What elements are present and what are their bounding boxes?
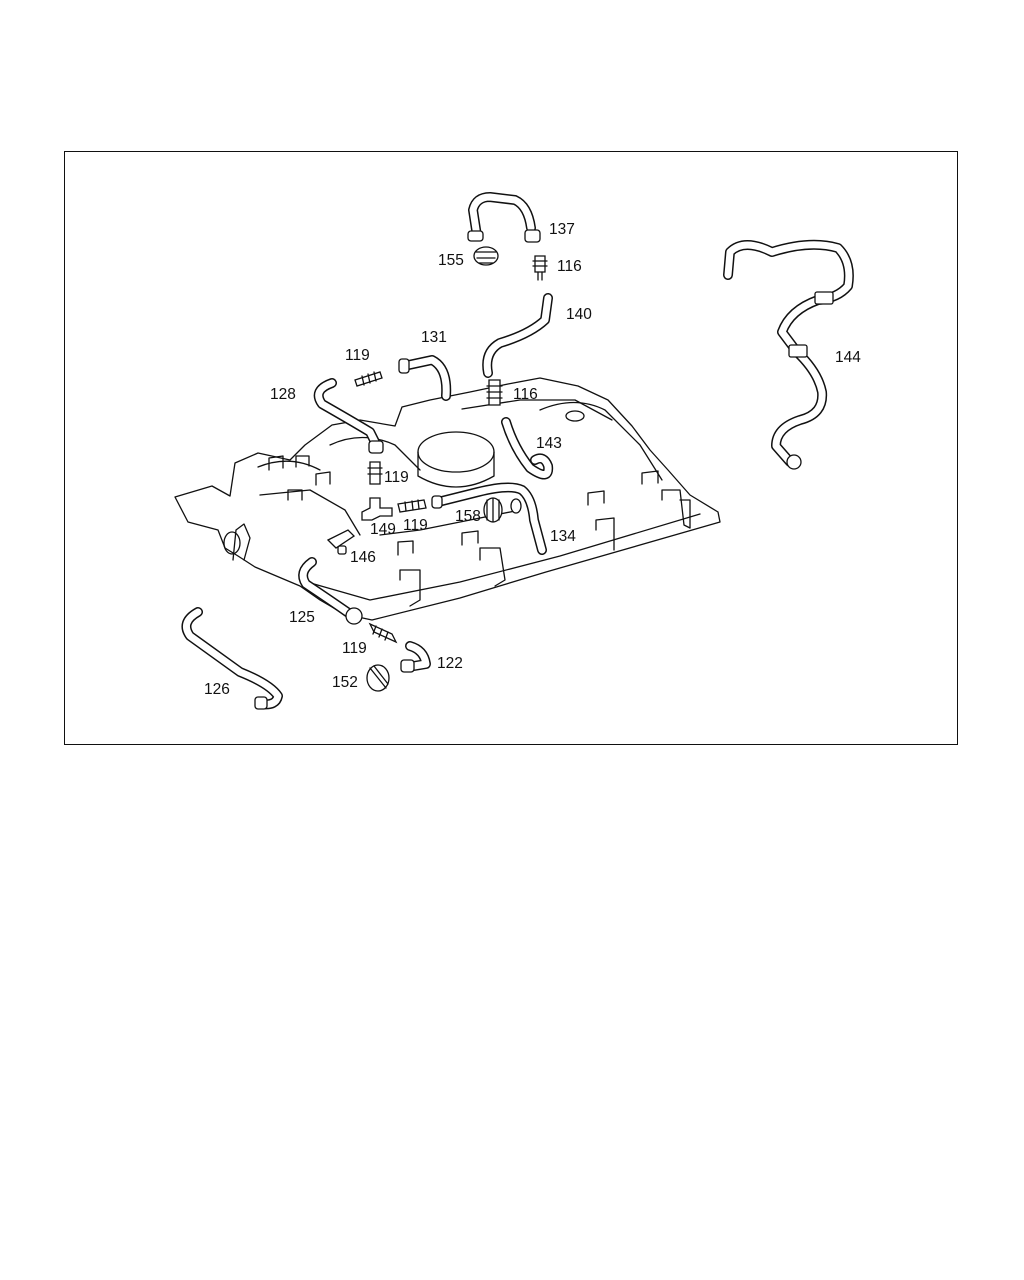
fitting-119-bottom xyxy=(368,622,398,644)
hose-137 xyxy=(467,192,541,243)
callout-116-lower: 116 xyxy=(513,386,538,403)
hose-131 xyxy=(398,355,452,401)
hose-143 xyxy=(501,417,554,480)
clamp-152 xyxy=(366,664,390,692)
clamp-155 xyxy=(473,246,499,266)
diagram-frame xyxy=(64,151,958,745)
callout-119-right: 119 xyxy=(403,517,428,534)
hose-125 xyxy=(298,557,363,625)
callout-119-top: 119 xyxy=(345,347,370,364)
callout-122: 122 xyxy=(437,655,463,672)
callout-119-bottom: 119 xyxy=(342,640,367,657)
callout-137: 137 xyxy=(549,221,575,238)
callout-labels: 137 155 116 140 131 119 128 116 144 143 … xyxy=(204,221,861,698)
clamp-158 xyxy=(483,497,522,523)
callout-131: 131 xyxy=(421,329,447,346)
hose-134 xyxy=(431,482,547,555)
fitting-116-upper xyxy=(532,255,548,281)
tee-149 xyxy=(361,497,393,521)
callout-125: 125 xyxy=(289,609,315,626)
fitting-119-top xyxy=(354,371,383,387)
callout-143: 143 xyxy=(536,435,562,452)
fitting-116-lower xyxy=(486,379,503,406)
callout-140: 140 xyxy=(566,306,592,323)
callout-149: 149 xyxy=(370,521,396,538)
callout-152: 152 xyxy=(332,674,358,691)
elbow-122 xyxy=(400,641,431,673)
hose-140 xyxy=(482,293,553,378)
callout-116-upper: 116 xyxy=(557,258,582,275)
fitting-119-right xyxy=(397,499,427,513)
callout-146: 146 xyxy=(350,549,376,566)
intake-manifold xyxy=(174,377,721,621)
hose-128 xyxy=(313,378,384,454)
callout-119-mid: 119 xyxy=(384,469,409,486)
callout-128: 128 xyxy=(270,386,296,403)
hose-144 xyxy=(723,239,854,470)
callout-134: 134 xyxy=(550,528,576,545)
fitting-119-mid xyxy=(367,461,383,485)
callout-155: 155 xyxy=(438,252,464,269)
callout-144: 144 xyxy=(835,349,861,366)
callout-158: 158 xyxy=(455,508,481,525)
fitting-146 xyxy=(326,529,356,555)
hose-126 xyxy=(181,607,283,710)
callout-126: 126 xyxy=(204,681,230,698)
